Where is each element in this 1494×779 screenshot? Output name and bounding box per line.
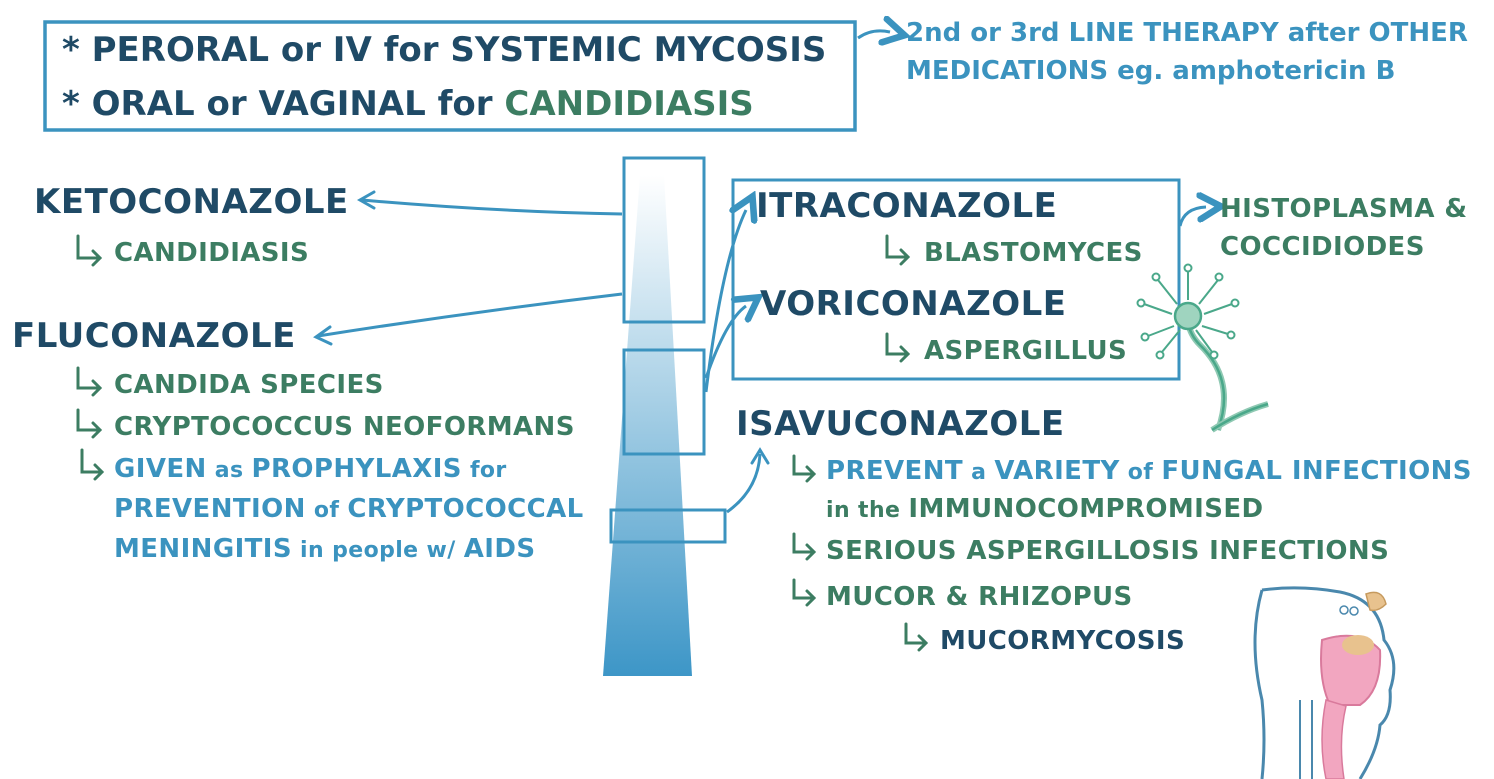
ketoconazole-heading: KETOCONAZOLE bbox=[34, 182, 349, 222]
ketoconazole-use: CANDIDIASIS bbox=[114, 238, 310, 268]
isavuconazole-heading: ISAVUCONAZOLE bbox=[736, 404, 1065, 444]
histoplasma-note-line-2: COCCIDIODES bbox=[1220, 232, 1425, 262]
itraconazole-heading: ITRACONAZOLE bbox=[756, 186, 1058, 226]
fluconazole-use-cryptococcus: CRYPTOCOCCUS NEOFORMANS bbox=[114, 412, 575, 442]
fluconazole-use-candida: CANDIDA SPECIES bbox=[114, 370, 384, 400]
fluconazole-heading: FLUCONAZOLE bbox=[12, 316, 296, 356]
fluconazole-arrow bbox=[317, 292, 623, 338]
column-box-lower bbox=[609, 508, 727, 544]
top-box-line-2: * ORAL or VAGINAL for CANDIDIASIS bbox=[62, 84, 754, 124]
isavuconazole-use-2: SERIOUS ASPERGILLOSIS INFECTIONS bbox=[826, 536, 1390, 566]
column-box-upper bbox=[622, 156, 706, 324]
voriconazole-heading: VORICONAZOLE bbox=[760, 284, 1067, 324]
isavuconazole-use-1-line-2: in the IMMUNOCOMPROMISED bbox=[826, 494, 1264, 524]
voriconazole-use: ASPERGILLUS bbox=[924, 336, 1128, 366]
itraconazole-arrow bbox=[704, 210, 746, 393]
isavuconazole-use-3: MUCOR & RHIZOPUS bbox=[826, 582, 1133, 612]
histoplasma-arrow bbox=[1178, 207, 1206, 227]
fluconazole-prophylaxis-line-1: GIVEN as PROPHYLAXIS for bbox=[114, 454, 507, 484]
mucormycosis-label: MUCORMYCOSIS bbox=[940, 626, 1186, 656]
column-box-middle bbox=[622, 348, 706, 456]
hook-arrows bbox=[76, 234, 929, 652]
isavuconazole-use-1-line-1: PREVENT a VARIETY of FUNGAL INFECTIONS bbox=[826, 456, 1472, 486]
fluconazole-arrowhead bbox=[313, 325, 333, 346]
itra-vori-box bbox=[731, 178, 1181, 381]
top-note-line-2: MEDICATIONS eg. amphotericin B bbox=[906, 56, 1396, 86]
light-beam bbox=[603, 175, 692, 676]
top-box-line-1: * PERORAL or IV for SYSTEMIC MYCOSIS bbox=[62, 30, 827, 70]
head-cross-section-illustration bbox=[1253, 586, 1396, 779]
voriconazole-arrow bbox=[704, 306, 746, 379]
aspergillus-illustration bbox=[1136, 263, 1269, 433]
top-info-box bbox=[43, 20, 857, 132]
fluconazole-prophylaxis-line-3: MENINGITIS in people w/ AIDS bbox=[114, 534, 536, 564]
itraconazole-use: BLASTOMYCES bbox=[924, 238, 1143, 268]
systemic-mycosis-label: SYSTEMIC MYCOSIS bbox=[450, 30, 827, 70]
top-note-arrow bbox=[857, 31, 890, 38]
isavuconazole-arrow bbox=[726, 453, 762, 514]
ketoconazole-arrow bbox=[361, 198, 623, 216]
ketoconazole-arrowhead bbox=[356, 190, 376, 210]
top-note-line-1: 2nd or 3rd LINE THERAPY after OTHER bbox=[906, 18, 1468, 48]
candidiasis-label: CANDIDIASIS bbox=[504, 84, 754, 124]
fluconazole-prophylaxis-line-2: PREVENTION of CRYPTOCOCCAL bbox=[114, 494, 584, 524]
isavuconazole-arrowhead bbox=[750, 447, 770, 465]
histoplasma-note-line-1: HISTOPLASMA & bbox=[1220, 194, 1468, 224]
